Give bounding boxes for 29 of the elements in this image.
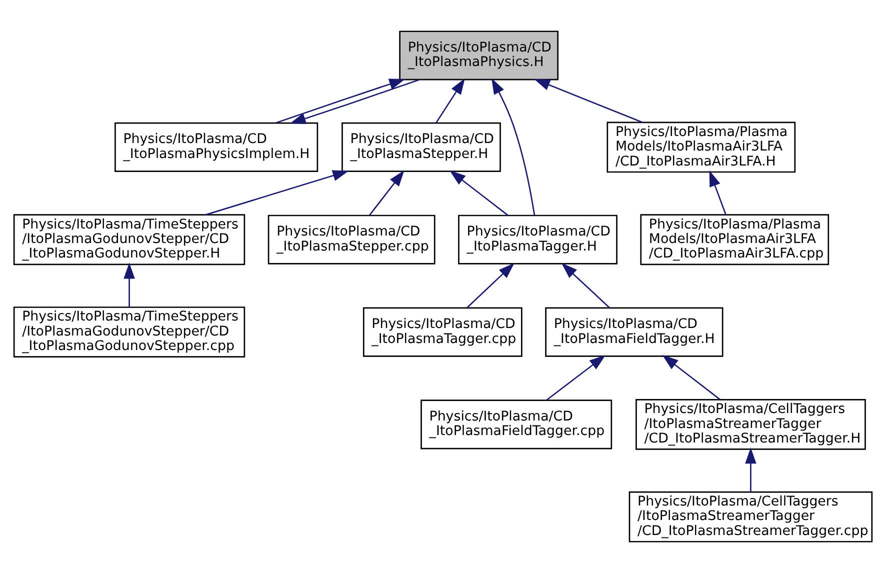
- node-box: Physics/ItoPlasma/CD _ItoPlasmaFieldTagger.H: [545, 306, 724, 356]
- node-box: Physics/ItoPlasma/CellTaggers /ItoPlasmaStreamerTagger /CD_ItoPlasmaStreamerTagger.cpp: [628, 490, 873, 542]
- node-box: Physics/ItoPlasma/CD _ItoPlasmaTagger.cpp: [362, 306, 522, 356]
- arrow: [290, 78, 420, 124]
- node-box: Physics/ItoPlasma/CD _ItoPlasmaStepper.H: [342, 122, 501, 172]
- arrow: [709, 170, 726, 214]
- node-box: Physics/ItoPlasma/CD _ItoPlasmaFieldTagger.cpp: [420, 399, 612, 449]
- arrow: [205, 170, 349, 215]
- arrow: [491, 78, 536, 215]
- arrow: [466, 262, 514, 308]
- arrow: [534, 78, 642, 122]
- arrow: [450, 170, 508, 216]
- arrow: [436, 78, 465, 123]
- arrow: [662, 354, 720, 400]
- node-box: Physics/ItoPlasma/CD _ItoPlasmaPhysicsImplem.H: [114, 122, 318, 172]
- node-box: Physics/ItoPlasma/CD _ItoPlasmaStepper.cpp: [268, 214, 436, 264]
- arrow: [276, 78, 406, 124]
- node-box: Physics/ItoPlasma/TimeSteppers /ItoPlasmaGodunovStepper/CD _ItoPlasmaGodunovStepper.cpp: [13, 306, 246, 357]
- arrow: [124, 262, 135, 307]
- arrow: [561, 262, 610, 308]
- arrow: [546, 354, 606, 400]
- node-box: Physics/ItoPlasma/TimeSteppers /ItoPlasmaGodunovStepper/CD _ItoPlasmaGodunovStepper.H: [13, 214, 246, 265]
- node-box: Physics/ItoPlasma/CD _ItoPlasmaTagger.H: [458, 214, 618, 264]
- node-box: Physics/ItoPlasma/Plasma Models/ItoPlasmaAir3LFA /CD_ItoPlasmaAir3LFA.cpp: [640, 214, 830, 265]
- node-box: Physics/ItoPlasma/Plasma Models/ItoPlasmaAir3LFA /CD_ItoPlasmaAir3LFA.H: [606, 121, 796, 172]
- node-box: Physics/ItoPlasma/CellTaggers /ItoPlasmaStreamerTagger /CD_ItoPlasmaStreamerTagger.H: [636, 398, 866, 450]
- arrow: [745, 447, 756, 492]
- node-box: Physics/ItoPlasma/CD _ItoPlasmaPhysics.H: [399, 30, 559, 80]
- arrow: [369, 170, 404, 216]
